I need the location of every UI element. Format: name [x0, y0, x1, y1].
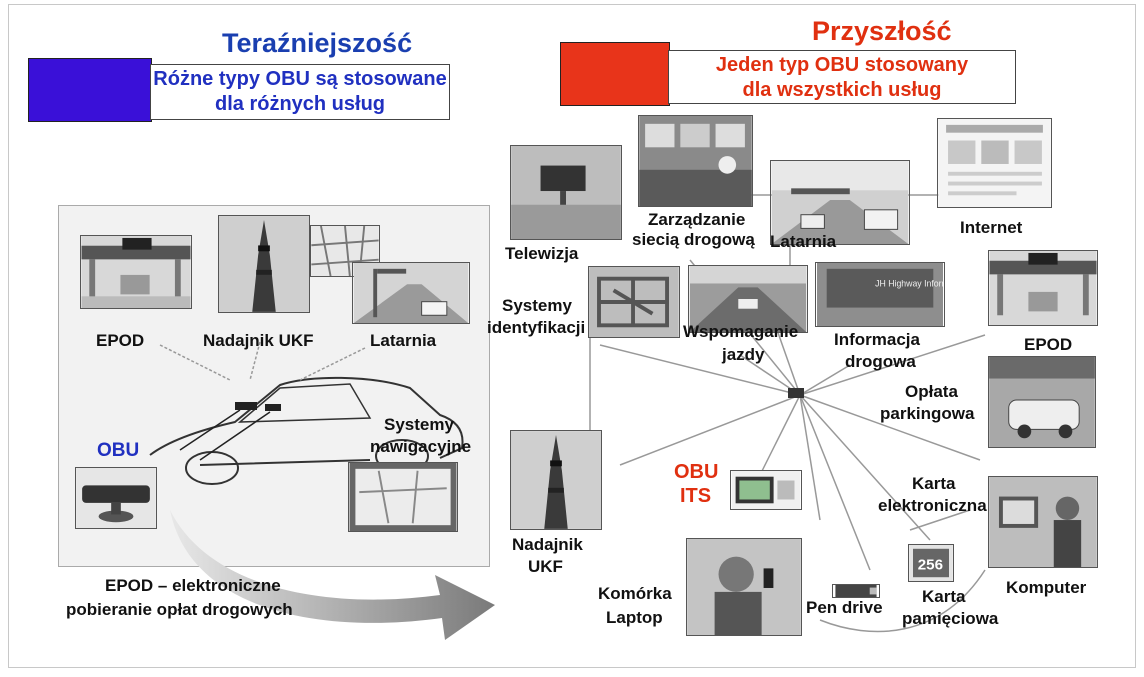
- present-epod-label: EPOD: [96, 331, 145, 350]
- present-obu-label: OBU: [97, 440, 140, 461]
- future-sysid-photo: [588, 266, 680, 338]
- future-tv-photo: [510, 145, 622, 240]
- present-nav-label-line1: Systemy: [384, 415, 454, 434]
- future-karta-pam-line1: Karta: [922, 587, 966, 606]
- future-title: Przyszłość: [812, 16, 952, 46]
- future-ukf-photo: [510, 430, 602, 530]
- present-obu-photo: [75, 467, 157, 529]
- future-komorka-line2: Laptop: [606, 608, 663, 627]
- future-info-line1: Informacja: [834, 330, 920, 349]
- future-karta-el-line1: Karta: [912, 474, 956, 493]
- slide-frame: [8, 4, 1136, 668]
- future-pendrive-label: Pen drive: [806, 598, 883, 617]
- present-footnote-line2: pobieranie opłat drogowych: [66, 600, 293, 619]
- present-footnote-line1: EPOD – elektroniczne: [105, 576, 281, 595]
- future-sysid-line2: identyfikacji: [487, 318, 586, 337]
- present-signal-arrows: [159, 341, 366, 381]
- present-subtitle-line1: Różne typy OBU są stosowane: [153, 68, 447, 90]
- future-zarzadzanie-line1: Zarządzanie: [648, 210, 746, 229]
- future-control-room-photo: [638, 115, 753, 207]
- future-latarnia-photo: [770, 160, 910, 245]
- future-obu-line2: ITS: [680, 485, 712, 507]
- present-latarnia-label: Latarnia: [370, 331, 437, 350]
- future-internet-photo: [937, 118, 1052, 208]
- future-wspomaganie-line1: Wspomaganie: [683, 322, 799, 341]
- present-ukf-photo: [218, 215, 310, 313]
- present-title: Teraźniejszość: [222, 28, 413, 58]
- future-card-number: 256: [918, 557, 943, 574]
- future-subtitle-box: [668, 50, 1016, 104]
- future-obu-device-photo: [730, 470, 802, 510]
- future-info-line2: drogowa: [845, 352, 916, 371]
- future-parking-line2: parkingowa: [880, 404, 975, 423]
- present-subtitle-box: [150, 64, 450, 120]
- future-ukf-line1: Nadajnik: [512, 535, 583, 554]
- future-sysid-line1: Systemy: [502, 296, 572, 315]
- future-pendrive-photo: [832, 584, 880, 598]
- present-car-drawing: [149, 376, 464, 485]
- present-nav-photo: [348, 462, 458, 532]
- present-nav-label-line2: nawigacyjne: [370, 437, 472, 456]
- future-wspomaganie-line2: jazdy: [722, 345, 765, 364]
- transition-arrow: [170, 510, 495, 640]
- future-parking-line1: Opłata: [905, 382, 958, 401]
- future-ukf-line2: UKF: [528, 557, 563, 576]
- present-ukf-label: Nadajnik UKF: [203, 331, 314, 350]
- future-parking-photo: [988, 356, 1096, 448]
- present-marker: [28, 58, 152, 122]
- future-subtitle-line2: dla wszystkich usług: [742, 79, 942, 101]
- future-latarnia-label: Latarnia: [770, 232, 837, 251]
- future-subtitle-line1: Jeden typ OBU stosowany: [715, 54, 969, 76]
- future-memory-card-photo: 256: [908, 544, 954, 582]
- future-road-info-photo: JH Highway Information: [815, 262, 945, 327]
- future-zarzadzanie-line2: siecią drogową: [632, 230, 755, 249]
- present-epod-photo: [80, 235, 192, 309]
- future-computer-photo: [988, 476, 1098, 568]
- future-marker: [560, 42, 670, 106]
- future-karta-pam-line2: pamięciowa: [902, 609, 999, 628]
- future-jh-sign-text: JH Highway Information: [875, 278, 944, 288]
- future-komorka-line1: Komórka: [598, 584, 672, 603]
- future-driving-assist-photo: [688, 265, 808, 333]
- future-epod-photo: [988, 250, 1098, 326]
- future-phone-user-photo: [686, 538, 802, 636]
- future-epod-label: EPOD: [1024, 335, 1073, 354]
- future-karta-el-line2: elektroniczna: [878, 496, 987, 515]
- future-internet-label: Internet: [960, 218, 1023, 237]
- present-latarnia-photo: [352, 262, 470, 324]
- future-komputer-label: Komputer: [1006, 578, 1087, 597]
- future-telewizja-label: Telewizja: [505, 244, 579, 263]
- future-obu-line1: OBU: [674, 461, 719, 483]
- present-subtitle-line2: dla różnych usług: [214, 93, 386, 115]
